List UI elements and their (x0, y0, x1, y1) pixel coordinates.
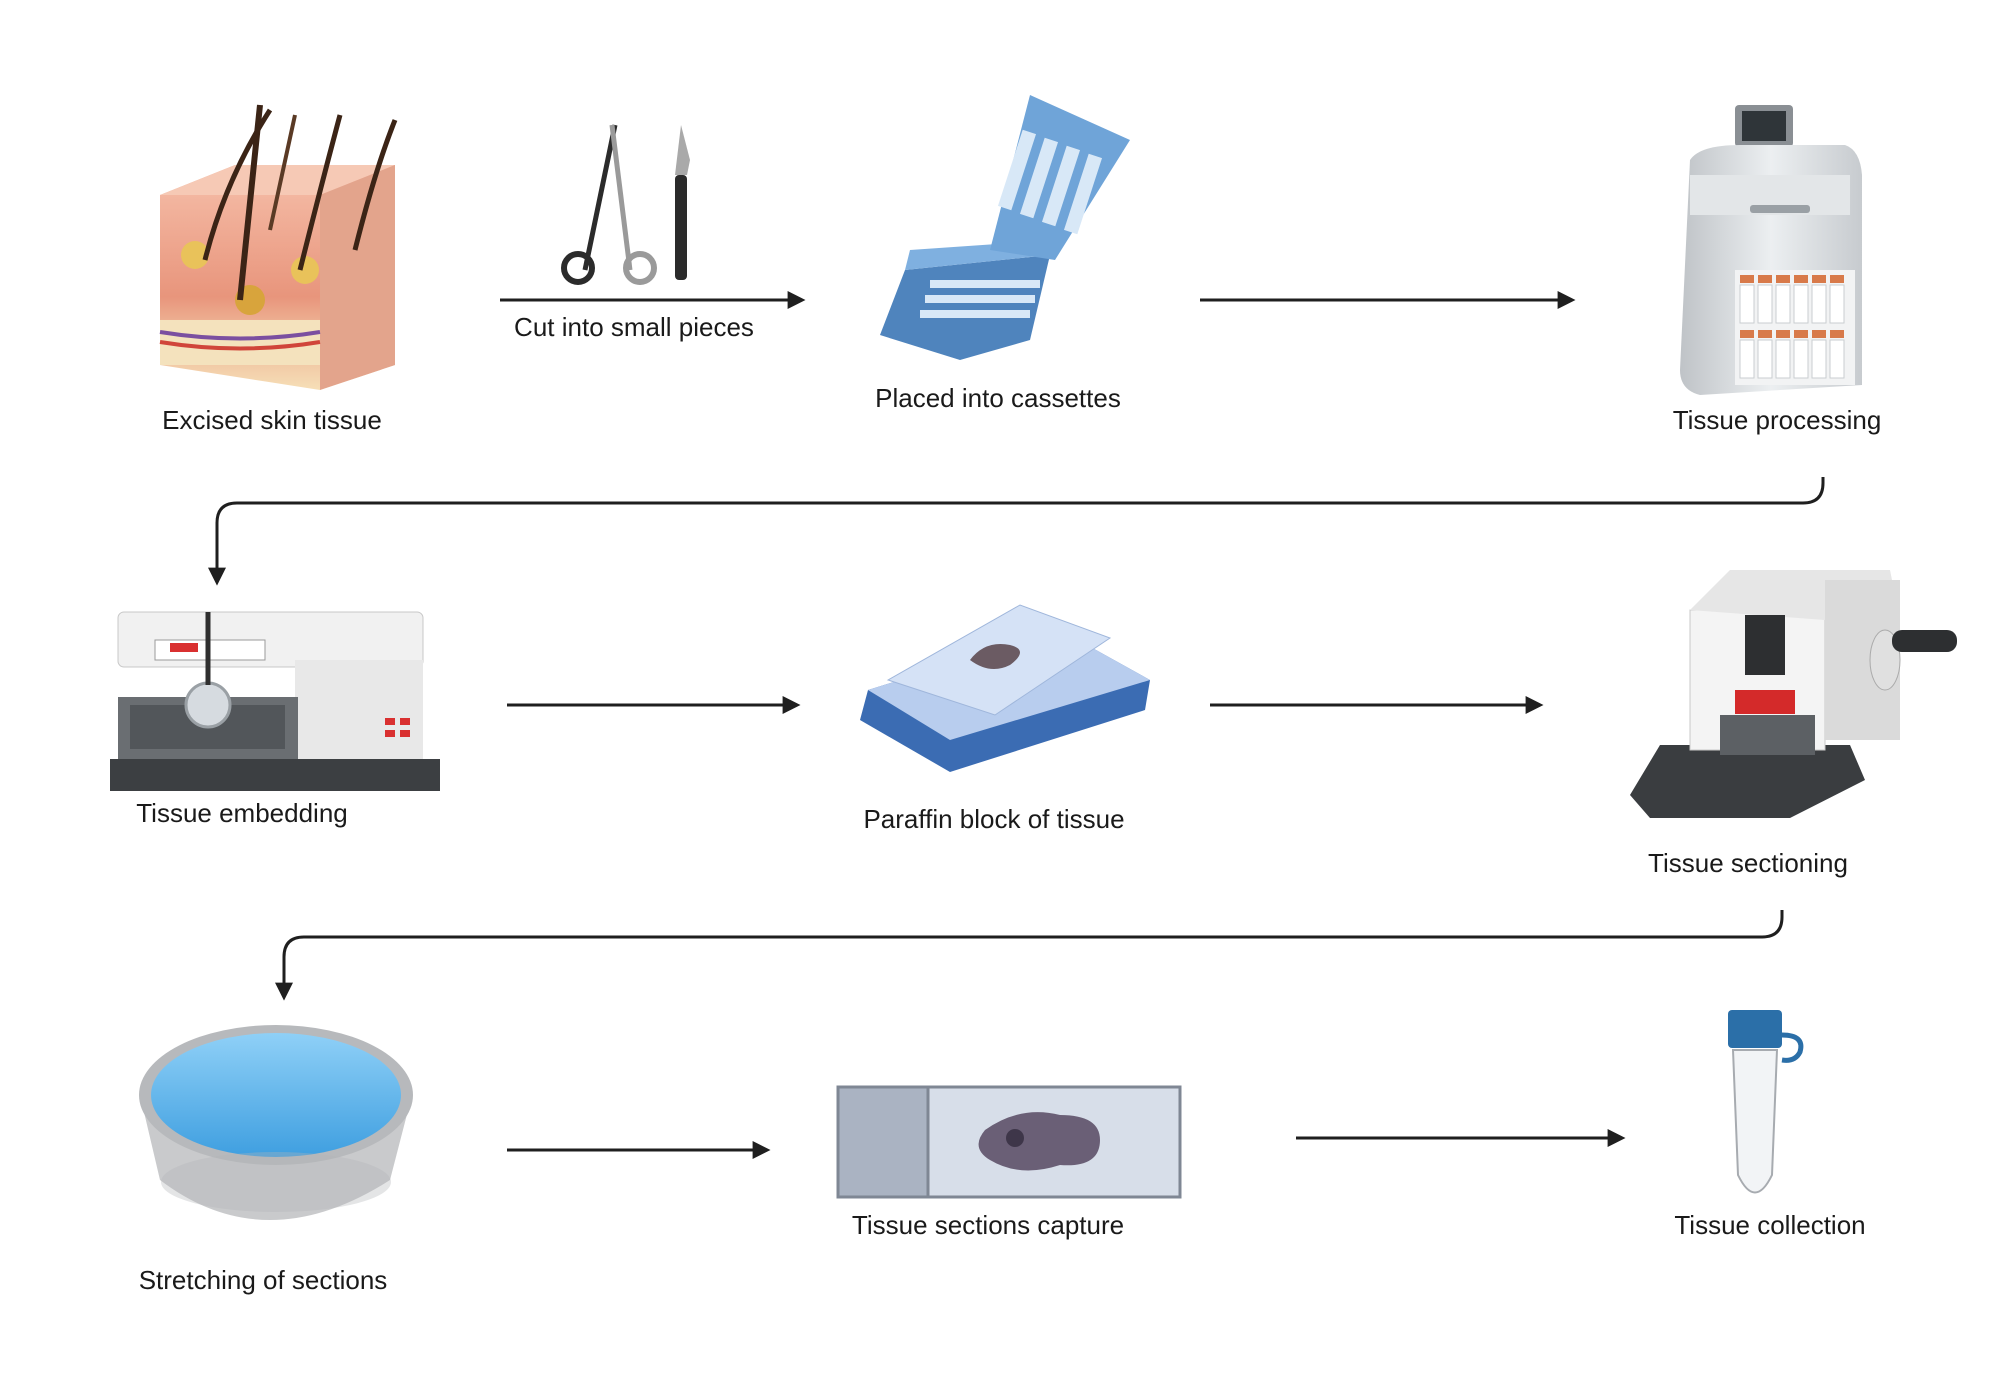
step-label-tissue-sections-capture: Tissue sections capture (851, 1210, 1125, 1240)
embedding-station-icon (110, 611, 440, 791)
cut-label: Cut into small pieces (514, 312, 754, 342)
cassette-icon (880, 95, 1130, 360)
scissors-scalpel-icon (561, 124, 690, 285)
connector-processing-to-embedding (208, 477, 1825, 586)
water-bath-icon (139, 1025, 413, 1220)
step-label-excised-skin-tissue: Excised skin tissue (162, 405, 382, 435)
step-label-tissue-embedding: Tissue embedding (136, 798, 348, 828)
step-label-placed-into-cassettes: Placed into cassettes (875, 383, 1121, 413)
step-label-stretching-of-sections: Stretching of sections (138, 1265, 388, 1295)
paraffin-block-icon (860, 604, 1150, 772)
collection-tube-icon (1728, 1010, 1804, 1194)
step-label-tissue-sectioning: Tissue sectioning (1648, 848, 1848, 878)
skin-tissue-icon (159, 104, 398, 390)
connector-sectioning-to-stretching (275, 910, 1784, 1001)
step-label-tissue-collection: Tissue collection (1674, 1210, 1866, 1240)
glass-slide-icon (836, 1085, 1182, 1199)
microtome-icon (1630, 570, 1957, 818)
step-label-paraffin-block: Paraffin block of tissue (863, 804, 1125, 834)
tissue-processor-icon (1680, 105, 1862, 395)
step-label-tissue-processing: Tissue processing (1672, 405, 1882, 435)
